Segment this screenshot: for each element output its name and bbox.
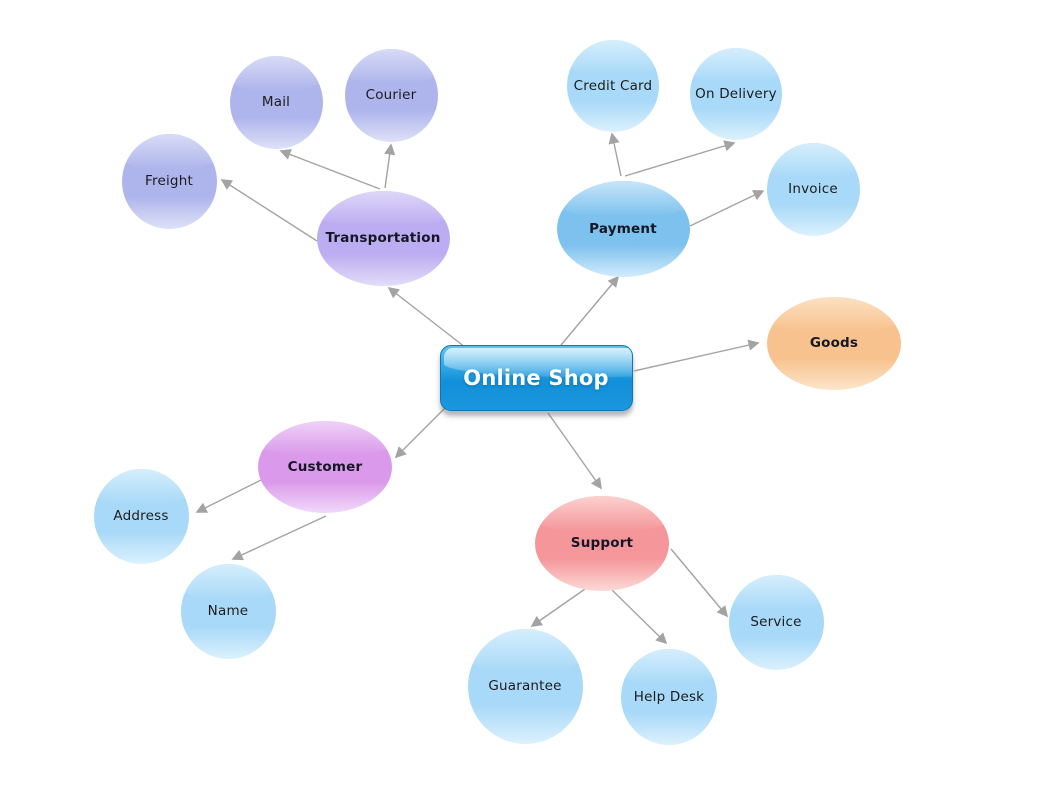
edge-support-guarantee: [530, 588, 586, 627]
node-courier[interactable]: Courier: [344, 48, 438, 142]
edge-support-service: [670, 548, 729, 618]
node-name[interactable]: Name: [180, 563, 276, 659]
node-label: Courier: [365, 87, 417, 103]
node-label: Address: [113, 508, 169, 524]
edge-payment-on-delivery: [624, 140, 736, 177]
edge-payment-invoice: [689, 190, 765, 227]
node-label: Freight: [145, 173, 193, 189]
edge-online-shop-customer: [394, 405, 448, 459]
node-payment[interactable]: Payment: [556, 181, 690, 277]
node-freight[interactable]: Freight: [121, 133, 217, 229]
edge-online-shop-payment: [560, 275, 620, 346]
edge-customer-name: [231, 515, 327, 561]
node-guarantee[interactable]: Guarantee: [467, 628, 583, 744]
node-label: On Delivery: [695, 86, 777, 102]
node-mail[interactable]: Mail: [229, 55, 323, 149]
node-label: Help Desk: [633, 689, 705, 705]
node-label: Mail: [261, 94, 291, 110]
node-label: Online Shop: [463, 366, 609, 390]
edge-support-help-desk: [611, 589, 668, 645]
node-credit-card[interactable]: Credit Card: [567, 40, 659, 132]
edge-transportation-freight: [220, 179, 318, 242]
node-label: Transportation: [325, 230, 441, 246]
node-customer[interactable]: Customer: [258, 421, 392, 513]
node-service[interactable]: Service: [728, 574, 824, 670]
node-label: Service: [750, 614, 802, 630]
node-label: Name: [207, 603, 249, 619]
edge-customer-address: [195, 479, 262, 513]
node-label: Support: [570, 535, 634, 551]
edge-transportation-courier: [384, 143, 396, 189]
edge-online-shop-support: [547, 412, 602, 490]
node-label: Invoice: [788, 181, 838, 197]
edge-online-shop-goods: [633, 339, 760, 372]
node-label: Goods: [809, 335, 859, 351]
edge-payment-credit-card: [608, 132, 622, 177]
edge-online-shop-transportation: [387, 286, 471, 352]
node-support[interactable]: Support: [535, 495, 669, 591]
node-address[interactable]: Address: [93, 468, 189, 564]
node-goods[interactable]: Goods: [767, 296, 901, 390]
edge-transportation-mail: [279, 149, 381, 190]
node-transportation[interactable]: Transportation: [316, 190, 450, 286]
node-online-shop[interactable]: Online Shop: [439, 345, 633, 411]
node-label: Credit Card: [573, 78, 653, 94]
node-label: Guarantee: [488, 678, 562, 694]
node-on-delivery[interactable]: On Delivery: [690, 48, 782, 140]
node-invoice[interactable]: Invoice: [766, 142, 860, 236]
node-label: Customer: [287, 459, 363, 475]
node-help-desk[interactable]: Help Desk: [621, 649, 717, 745]
node-label: Payment: [589, 221, 657, 237]
